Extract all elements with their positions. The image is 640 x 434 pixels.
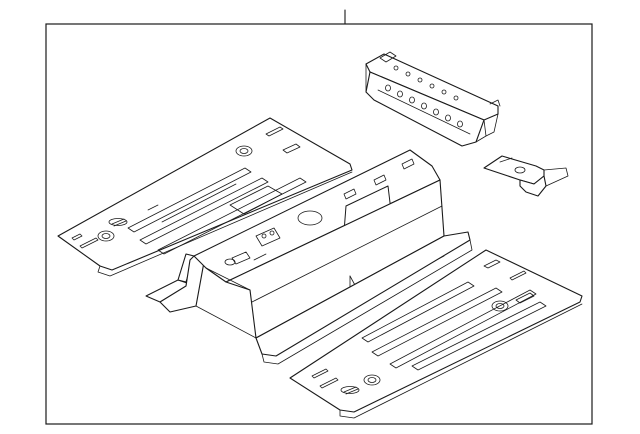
small-bracket bbox=[483, 155, 569, 197]
diagram-frame bbox=[45, 23, 593, 425]
right-floor-pan bbox=[289, 249, 583, 419]
center-tunnel-floor-pan bbox=[145, 149, 473, 365]
left-floor-pan bbox=[57, 117, 353, 277]
cross-member bbox=[365, 51, 501, 147]
